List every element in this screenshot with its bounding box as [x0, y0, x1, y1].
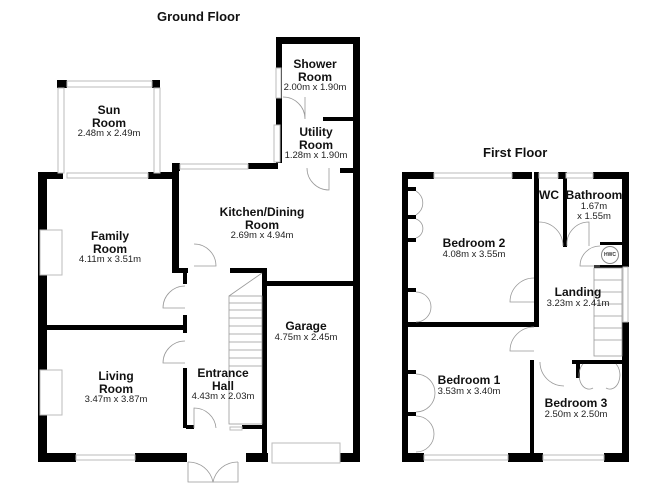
ground-floor-walls — [38, 37, 360, 462]
room-sun-room: Sun Room 2.48m x 2.49m — [77, 103, 141, 140]
room-landing: Landing 3.23m x 2.41m — [546, 285, 610, 309]
ground-floor-windows — [39, 67, 341, 464]
ground-floor-title: Ground Floor — [157, 9, 241, 24]
room-bedroom-2: Bedroom 2 4.08m x 3.55m — [442, 236, 506, 260]
first-floor-fixtures — [415, 190, 623, 453]
room-wc: WC — [539, 188, 559, 202]
room-family-room: Family Room 4.11m x 3.51m — [78, 229, 142, 266]
first-floor-title: First Floor — [483, 145, 548, 160]
room-garage: Garage 4.75m x 2.45m — [274, 319, 338, 343]
room-bathroom: Bathroom 1.67m x 1.55m — [565, 188, 623, 222]
ground-floor-fixtures — [162, 96, 330, 483]
first-floor-walls — [402, 172, 629, 462]
room-shower-room: Shower Room 2.00m x 1.90m — [283, 57, 347, 94]
room-entrance-hall: Entrance Hall 4.43m x 2.03m — [191, 366, 255, 403]
room-bedroom-3: Bedroom 3 2.50m x 2.50m — [544, 396, 608, 420]
room-living-room: Living Room 3.47m x 3.87m — [84, 369, 148, 406]
first-floor-windows — [423, 172, 629, 461]
room-bedroom-1: Bedroom 1 3.53m x 3.40m — [437, 373, 501, 397]
room-kitchen-dining: Kitchen/Dining Room 2.69m x 4.94m — [219, 205, 305, 242]
hot-water-cylinder-icon: HWC — [601, 246, 619, 264]
room-utility-room: Utility Room 1.28m x 1.90m — [284, 125, 348, 162]
